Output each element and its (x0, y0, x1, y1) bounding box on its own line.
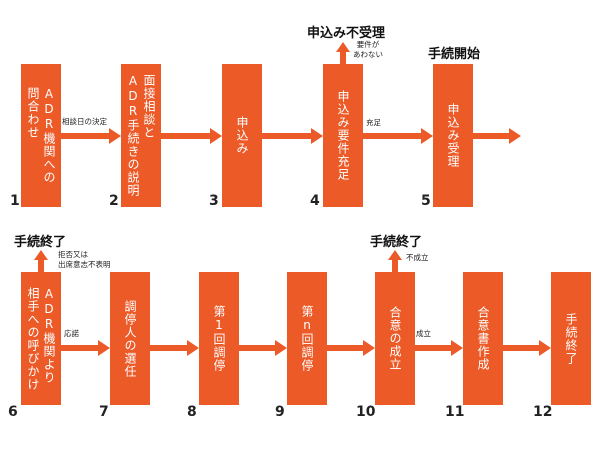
step-10-box: 合意の成立 (375, 272, 415, 405)
branch-up-arrow-6 (34, 250, 48, 272)
procedure-end-title-1: 手続終了 (14, 235, 67, 250)
step-11-number: 11 (445, 404, 465, 420)
step-1-number: 1 (10, 193, 20, 209)
step-5-text: 申込み受理 (446, 103, 460, 168)
arrow-8-9 (239, 340, 287, 356)
step-2-number: 2 (109, 193, 119, 209)
step-5-number: 5 (421, 193, 431, 209)
step-5-box: 申込み受理 (433, 64, 473, 207)
step-12-text: 手続終了 (564, 312, 578, 365)
step-11-text: 合意書作成 (476, 306, 490, 371)
application-rejected-reason: 要件が あわない (353, 40, 383, 59)
step-2-text: 面接相談と ADR手続きの説明 (126, 74, 156, 197)
branch-up-arrow-10 (388, 250, 402, 272)
arrow-2-3 (161, 128, 222, 144)
arrow-1-2-label: 相談日の決定 (62, 117, 107, 126)
step-1-text: ADR機関への 問合わせ (26, 87, 56, 184)
step-12-number: 12 (533, 404, 553, 420)
step-9-text: 第n回調停 (300, 305, 314, 372)
step-3-number: 3 (209, 193, 219, 209)
step-7-box: 調停人の選任 (110, 272, 150, 405)
arrow-6-7 (61, 340, 110, 356)
step-8-number: 8 (187, 404, 197, 420)
arrow-5-next (473, 128, 521, 144)
step-11-box: 合意書作成 (463, 272, 503, 405)
step-4-number: 4 (310, 193, 320, 209)
arrow-1-2 (61, 128, 121, 144)
branch-up-arrow-4 (336, 42, 350, 64)
procedure-end-title-2: 手続終了 (370, 235, 423, 250)
step-6-text: ADR機関より 相手への呼びかけ (26, 286, 56, 391)
step-7-text: 調停人の選任 (123, 299, 137, 378)
procedure-end-reason-2: 不成立 (406, 253, 429, 262)
arrow-4-5-label: 充足 (366, 118, 381, 127)
arrow-10-11 (415, 340, 463, 356)
step-6-number: 6 (8, 404, 18, 420)
application-rejected-title: 申込み不受理 (307, 26, 386, 41)
step-10-number: 10 (356, 404, 376, 420)
arrow-10-11-label: 成立 (416, 329, 431, 338)
arrow-11-12 (503, 340, 551, 356)
step-3-text: 申込み (235, 116, 249, 155)
arrow-6-7-label: 応諾 (64, 329, 79, 338)
arrow-7-8 (150, 340, 199, 356)
step-9-number: 9 (275, 404, 285, 420)
procedure-end-reason-1: 拒否又は 出席意志不表明 (58, 250, 111, 269)
step-10-text: 合意の成立 (388, 306, 402, 371)
step-2-box: 面接相談と ADR手続きの説明 (121, 64, 161, 207)
step-6-box: ADR機関より 相手への呼びかけ (21, 272, 61, 405)
step-4-text: 申込み要件充足 (336, 90, 350, 181)
step-8-box: 第1回調停 (199, 272, 239, 405)
step-4-box: 申込み要件充足 (323, 64, 363, 207)
step-12-box: 手続終了 (551, 272, 591, 405)
procedure-start-title: 手続開始 (428, 47, 481, 62)
step-7-number: 7 (99, 404, 109, 420)
arrow-9-10 (327, 340, 375, 356)
arrow-3-4 (262, 128, 323, 144)
step-1-box: ADR機関への 問合わせ (21, 64, 61, 207)
step-3-box: 申込み (222, 64, 262, 207)
step-9-box: 第n回調停 (287, 272, 327, 405)
step-8-text: 第1回調停 (212, 305, 226, 372)
arrow-4-5 (363, 128, 433, 144)
